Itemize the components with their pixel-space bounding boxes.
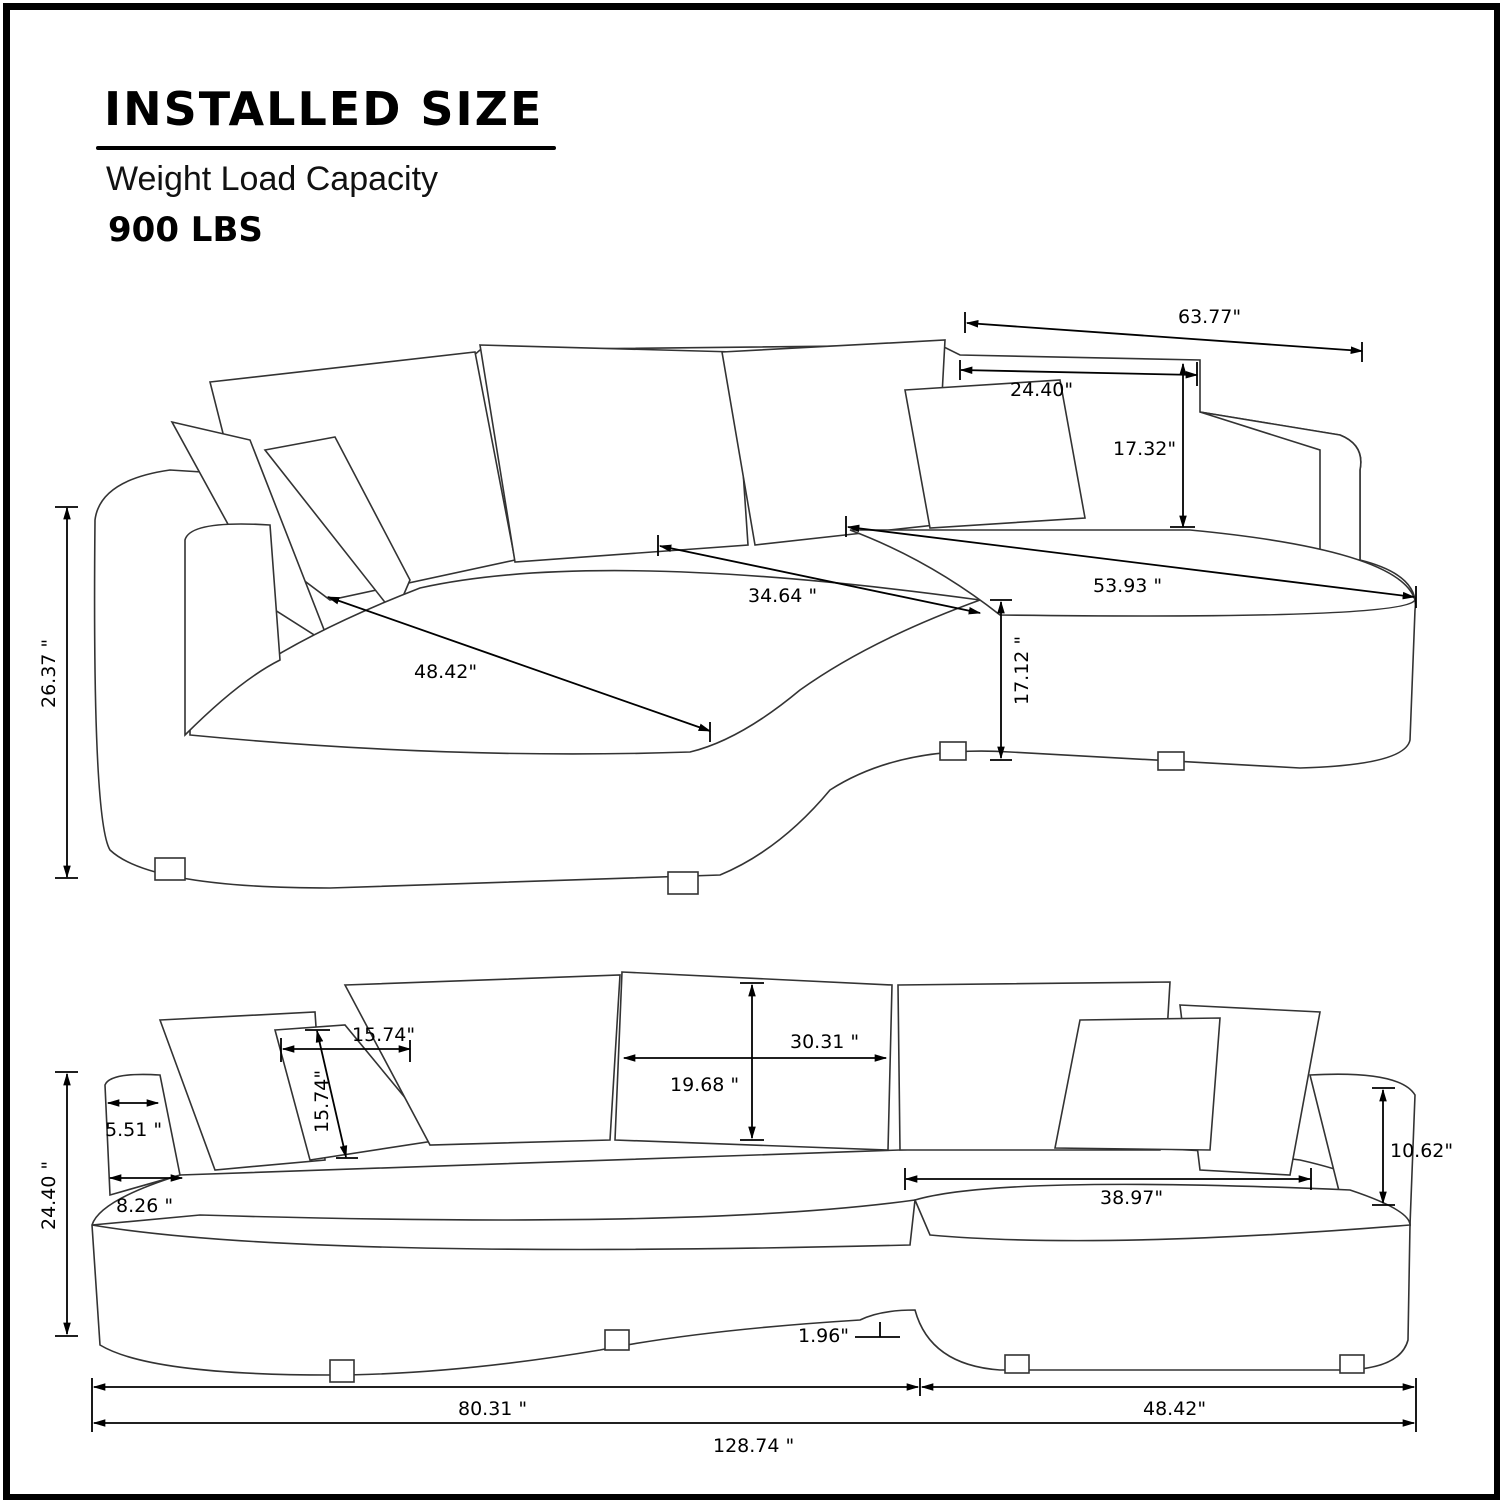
dim-arm-height: 10.62" bbox=[1390, 1140, 1453, 1162]
dim-total-length: 128.74 " bbox=[713, 1435, 794, 1457]
dim-chaise-seat-width: 38.97" bbox=[1100, 1187, 1163, 1209]
sofa-front-view bbox=[91, 971, 1416, 1383]
dim-seat-depth-middle: 34.64 " bbox=[748, 585, 817, 607]
dim-leg-height: 1.96" bbox=[798, 1325, 849, 1347]
dim-back-cushion-width: 30.31 " bbox=[790, 1031, 859, 1053]
front-view-dimensions: 15.74" 15.74" 30.31 " 19.68 " 5.51 " 8.2… bbox=[38, 982, 1453, 1457]
dim-small-pillow-width: 15.74" bbox=[352, 1024, 415, 1046]
dim-pillow-width: 24.40" bbox=[1010, 379, 1073, 401]
page-title: INSTALLED SIZE bbox=[104, 82, 544, 136]
dim-chaise-width: 48.42" bbox=[1143, 1398, 1206, 1420]
dim-seat-depth-left: 48.42" bbox=[414, 661, 477, 683]
dim-seat-height: 17.12 " bbox=[1011, 636, 1033, 705]
dim-small-pillow-height: 15.74" bbox=[311, 1070, 333, 1133]
dim-arm-width-top: 5.51 " bbox=[105, 1119, 162, 1141]
dim-overall-height-front: 24.40 " bbox=[38, 1161, 60, 1230]
sofa-perspective-view bbox=[93, 339, 1417, 895]
dim-pillow-height: 17.32" bbox=[1113, 438, 1176, 460]
dim-sofa-length: 80.31 " bbox=[458, 1398, 527, 1420]
dim-back-cushion-height: 19.68 " bbox=[670, 1074, 739, 1096]
dim-overall-height-top: 26.37 " bbox=[38, 639, 60, 708]
dim-chaise-length: 53.93 " bbox=[1093, 575, 1162, 597]
dim-overall-chaise-width: 63.77" bbox=[1178, 306, 1241, 328]
border-frame bbox=[3, 3, 1500, 1500]
top-view-dimensions: 63.77" 24.40" 17.32" 34.64 " 53.93 " 48.… bbox=[38, 306, 1417, 879]
weight-capacity-label: Weight Load Capacity bbox=[106, 160, 439, 198]
title-divider bbox=[96, 146, 556, 150]
weight-capacity-value: 900 LBS bbox=[108, 210, 263, 250]
dim-arm-width-bottom: 8.26 " bbox=[116, 1195, 173, 1217]
